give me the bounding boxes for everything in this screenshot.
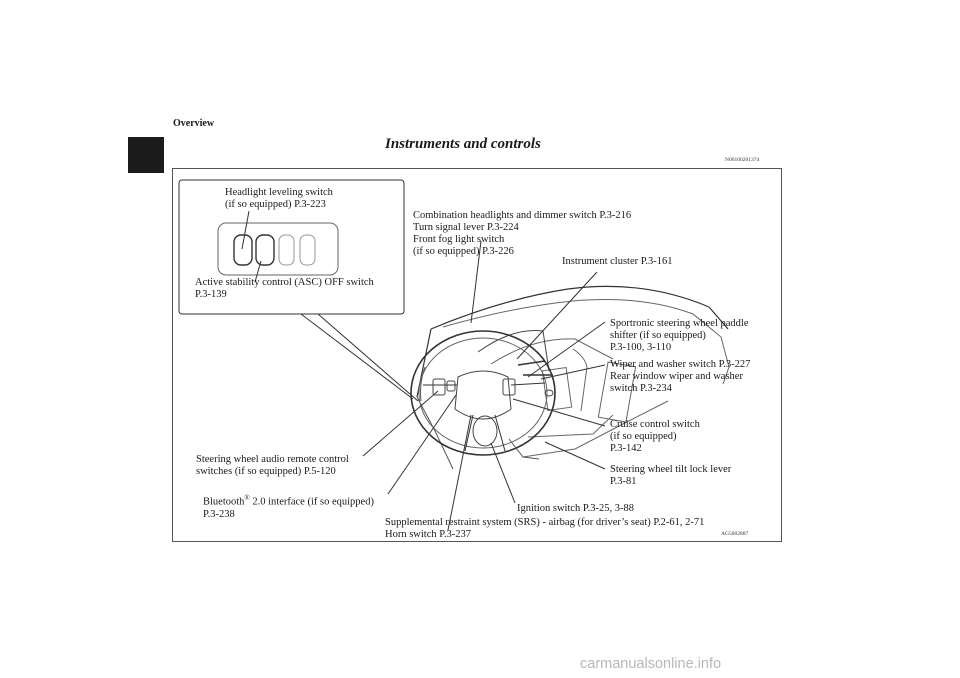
dashboard-illustration [178, 179, 730, 531]
bluetooth-label: Bluetooth® 2.0 interface (if so equipped… [203, 494, 374, 520]
cruise-switch-block [502, 378, 516, 396]
section-label: Overview [173, 118, 215, 129]
cruise-control-label: Cruise control switch (if so equipped) P… [610, 419, 700, 454]
paddle-shifter-label: Sportronic steering wheel paddle shifter… [610, 318, 749, 353]
srs-airbag-label: Supplemental restraint system (SRS) - ai… [385, 517, 705, 540]
airbag-pad [472, 415, 498, 447]
document-code: N00100201374 [725, 157, 760, 163]
page-title: Instruments and controls [385, 136, 541, 152]
combination-switch-label: Combination headlights and dimmer switch… [413, 210, 632, 257]
blank-switch-2 [299, 234, 316, 266]
asc-off-switch [233, 234, 253, 266]
asc-off-label: Active stability control (ASC) OFF switc… [195, 277, 374, 300]
audio-remote-label: Steering wheel audio remote control swit… [196, 454, 349, 477]
chapter-tab [128, 137, 164, 173]
watermark: carmanualsonline.info [580, 656, 722, 672]
tilt-lock-label: Steering wheel tilt lock lever P.3-81 [610, 464, 732, 487]
ignition-switch-label: Ignition switch P.3-25, 3-88 [517, 503, 634, 514]
switch-panel [217, 222, 339, 276]
headlight-leveling-label: Headlight leveling switch (if so equippe… [225, 187, 333, 210]
instruments-figure: Headlight leveling switch (if so equippe… [172, 168, 782, 542]
audio-switch-block [432, 378, 446, 396]
blank-switch-1 [278, 234, 295, 266]
steering-wheel [410, 330, 556, 456]
instrument-cluster-label: Instrument cluster P.3-161 [562, 256, 673, 267]
wiper-switch-label: Wiper and washer switch P.3-227 Rear win… [610, 359, 751, 394]
headlight-leveling-switch [255, 234, 275, 266]
inset-frame [178, 179, 405, 315]
figure-code: AG5002887 [721, 531, 749, 537]
